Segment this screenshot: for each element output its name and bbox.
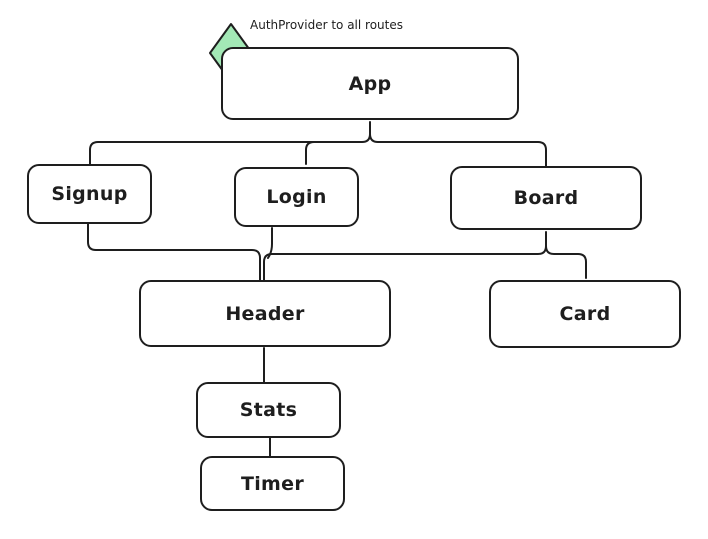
node-app-label: App xyxy=(348,72,392,95)
node-header-label: Header xyxy=(225,302,305,325)
node-app[interactable]: App xyxy=(221,47,519,120)
annotation-text: AuthProvider to all routes xyxy=(250,18,403,32)
node-login[interactable]: Login xyxy=(234,167,359,227)
connector-signup-header xyxy=(87,223,261,281)
node-card-label: Card xyxy=(559,303,611,325)
connector-login-header xyxy=(267,227,273,259)
node-stats-label: Stats xyxy=(239,399,298,421)
node-login-label: Login xyxy=(266,186,327,208)
node-card[interactable]: Card xyxy=(489,280,681,348)
connector-app-children xyxy=(89,121,547,167)
node-stats[interactable]: Stats xyxy=(196,382,341,438)
node-board-label: Board xyxy=(513,187,579,209)
node-timer[interactable]: Timer xyxy=(200,456,345,511)
connector-board-header-card xyxy=(263,231,587,281)
node-timer-label: Timer xyxy=(240,472,305,495)
node-header[interactable]: Header xyxy=(139,280,391,347)
node-board[interactable]: Board xyxy=(450,166,642,230)
node-signup[interactable]: Signup xyxy=(27,164,152,224)
node-signup-label: Signup xyxy=(51,183,128,205)
